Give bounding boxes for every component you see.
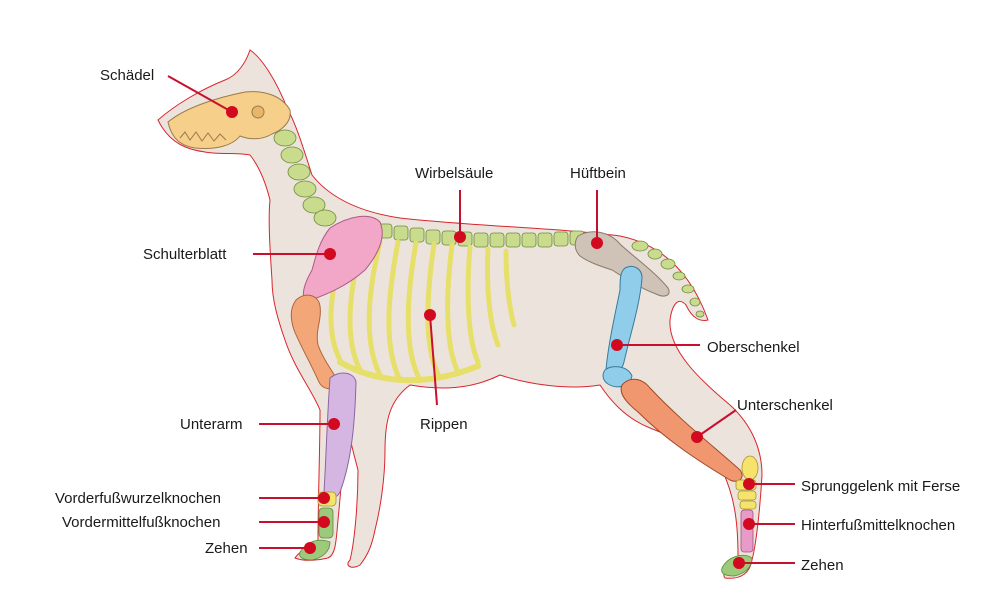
forearm-marker (328, 418, 340, 430)
label-scapula: Schulterblatt (143, 246, 227, 263)
skull-teeth (179, 131, 227, 142)
label-front-toes: Zehen (205, 540, 248, 557)
hind-metatarsal-bones (740, 509, 754, 553)
scapula-marker (324, 248, 336, 260)
hind-toes-marker (733, 557, 745, 569)
ribs-marker (424, 309, 436, 321)
label-tibia: Unterschenkel (737, 397, 833, 414)
hock-marker (743, 478, 755, 490)
spine-marker (454, 231, 466, 243)
label-ribs: Rippen (420, 416, 468, 433)
label-forearm: Unterarm (180, 416, 243, 433)
carpus-marker (318, 492, 330, 504)
label-hind-toes: Zehen (801, 557, 844, 574)
label-femur: Oberschenkel (707, 339, 800, 356)
leader-lines (167, 75, 795, 564)
tibia-bone (620, 378, 743, 482)
sternum (337, 359, 481, 384)
metatarsus-marker (743, 518, 755, 530)
label-skull: Schädel (100, 67, 154, 84)
front-toes-marker (304, 542, 316, 554)
skull-marker (226, 106, 238, 118)
tibia-marker (691, 431, 703, 443)
label-hock: Sprunggelenk mit Ferse (801, 478, 960, 495)
metacarpus-marker (318, 516, 330, 528)
label-spine: Wirbelsäule (415, 165, 493, 182)
femur-marker (611, 339, 623, 351)
hip-marker (591, 237, 603, 249)
label-metacarpus: Vordermittelfußknochen (62, 514, 220, 531)
label-carpus: Vorderfußwurzelknochen (55, 490, 221, 507)
neck-vertebrae (273, 129, 337, 227)
marker-dots (226, 106, 755, 569)
tail-vertebrae (631, 240, 705, 318)
label-hip: Hüftbein (570, 165, 626, 182)
label-metatarsus: Hinterfußmittelknochen (801, 517, 955, 534)
eye-socket (251, 105, 265, 119)
scapula-bone (302, 215, 383, 303)
forearm-bone (323, 372, 357, 499)
